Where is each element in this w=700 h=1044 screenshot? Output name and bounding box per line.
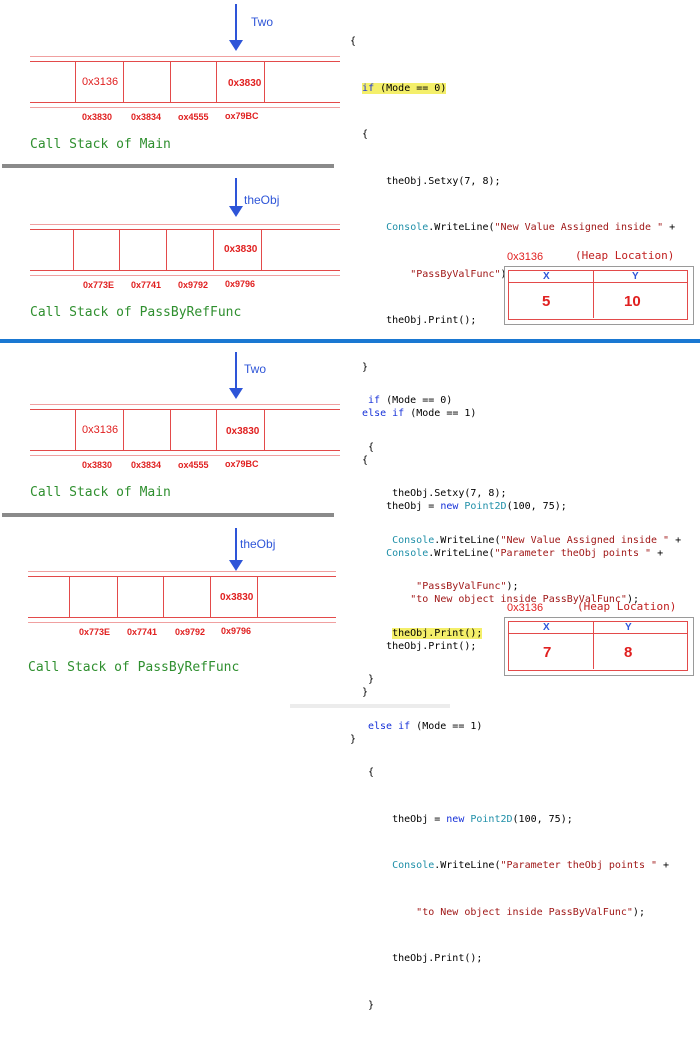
stack-address: 0x9792 xyxy=(175,627,206,637)
stack-cell: 0x3830 xyxy=(226,426,260,437)
stack-caption-main: Call Stack of Main xyxy=(30,137,171,152)
stack-cell: 0x3136 xyxy=(82,424,119,436)
heap-header-y: Y xyxy=(632,271,639,282)
stack-cell: 0x3830 xyxy=(220,592,254,603)
stack-address: 0x3830 xyxy=(82,460,113,470)
stack-address: 0x773E xyxy=(83,280,115,290)
stack-address: ox4555 xyxy=(178,460,209,470)
stack-cell: 0x3830 xyxy=(228,78,262,89)
stack-address: ox79BC xyxy=(225,459,259,469)
arrow-label-theobj: theObj xyxy=(244,193,280,207)
arrow-label-two: Two xyxy=(244,362,267,376)
stack-address: ox79BC xyxy=(225,111,259,121)
stack-address: 0x9792 xyxy=(178,280,209,290)
heap-address: 0x3136 xyxy=(507,251,544,263)
stack-address: 0x9796 xyxy=(221,626,252,636)
stack-address: 0x773E xyxy=(79,627,111,637)
stack-address: 0x3834 xyxy=(131,460,162,470)
stack-address: 0x3830 xyxy=(82,112,113,122)
code-line: { xyxy=(350,36,357,47)
stack-caption-func: Call Stack of PassByRefFunc xyxy=(30,305,242,320)
stack-caption-func: Call Stack of PassByRefFunc xyxy=(28,660,240,675)
stack-address: 0x7741 xyxy=(131,280,162,290)
heap-header-y: Y xyxy=(625,622,632,633)
heap-object: X Y 7 8 xyxy=(504,617,694,676)
down-arrow-icon xyxy=(229,4,243,51)
heap-title: (Heap Location) xyxy=(577,600,677,613)
stack-cell: 0x3830 xyxy=(224,244,258,255)
down-arrow-icon xyxy=(229,352,243,399)
heap-header-x: X xyxy=(543,622,550,633)
heap-value-y: 10 xyxy=(624,293,641,310)
section-separator xyxy=(0,339,700,343)
panel-divider xyxy=(2,513,334,517)
heap-value-y: 8 xyxy=(624,644,633,661)
heap-address: 0x3136 xyxy=(507,602,544,614)
stack-address: 0x7741 xyxy=(127,627,158,637)
arrow-label-two: Two xyxy=(251,15,274,29)
heap-value-x: 7 xyxy=(543,644,552,661)
heap-object: X Y 5 10 xyxy=(504,266,694,325)
stack-address: 0x9796 xyxy=(225,279,256,289)
heap-header-x: X xyxy=(543,271,550,282)
heap-value-x: 5 xyxy=(542,293,551,310)
stack-address: 0x3834 xyxy=(131,112,162,122)
panel-divider xyxy=(2,164,334,168)
code-block-bottom: if (Mode == 0) { theObj.Setxy(7, 8); Con… xyxy=(368,395,682,1011)
footer-shadow xyxy=(290,704,450,708)
down-arrow-icon xyxy=(229,528,243,571)
stack-address: ox4555 xyxy=(178,112,209,122)
down-arrow-icon xyxy=(229,178,243,217)
stack-caption-main: Call Stack of Main xyxy=(30,485,171,500)
arrow-label-theobj: theObj xyxy=(240,537,276,551)
heap-title: (Heap Location) xyxy=(575,249,675,262)
code-block-top: { if (Mode == 0) { theObj.Setxy(7, 8); C… xyxy=(350,36,676,745)
stack-cell: 0x3136 xyxy=(82,76,119,88)
